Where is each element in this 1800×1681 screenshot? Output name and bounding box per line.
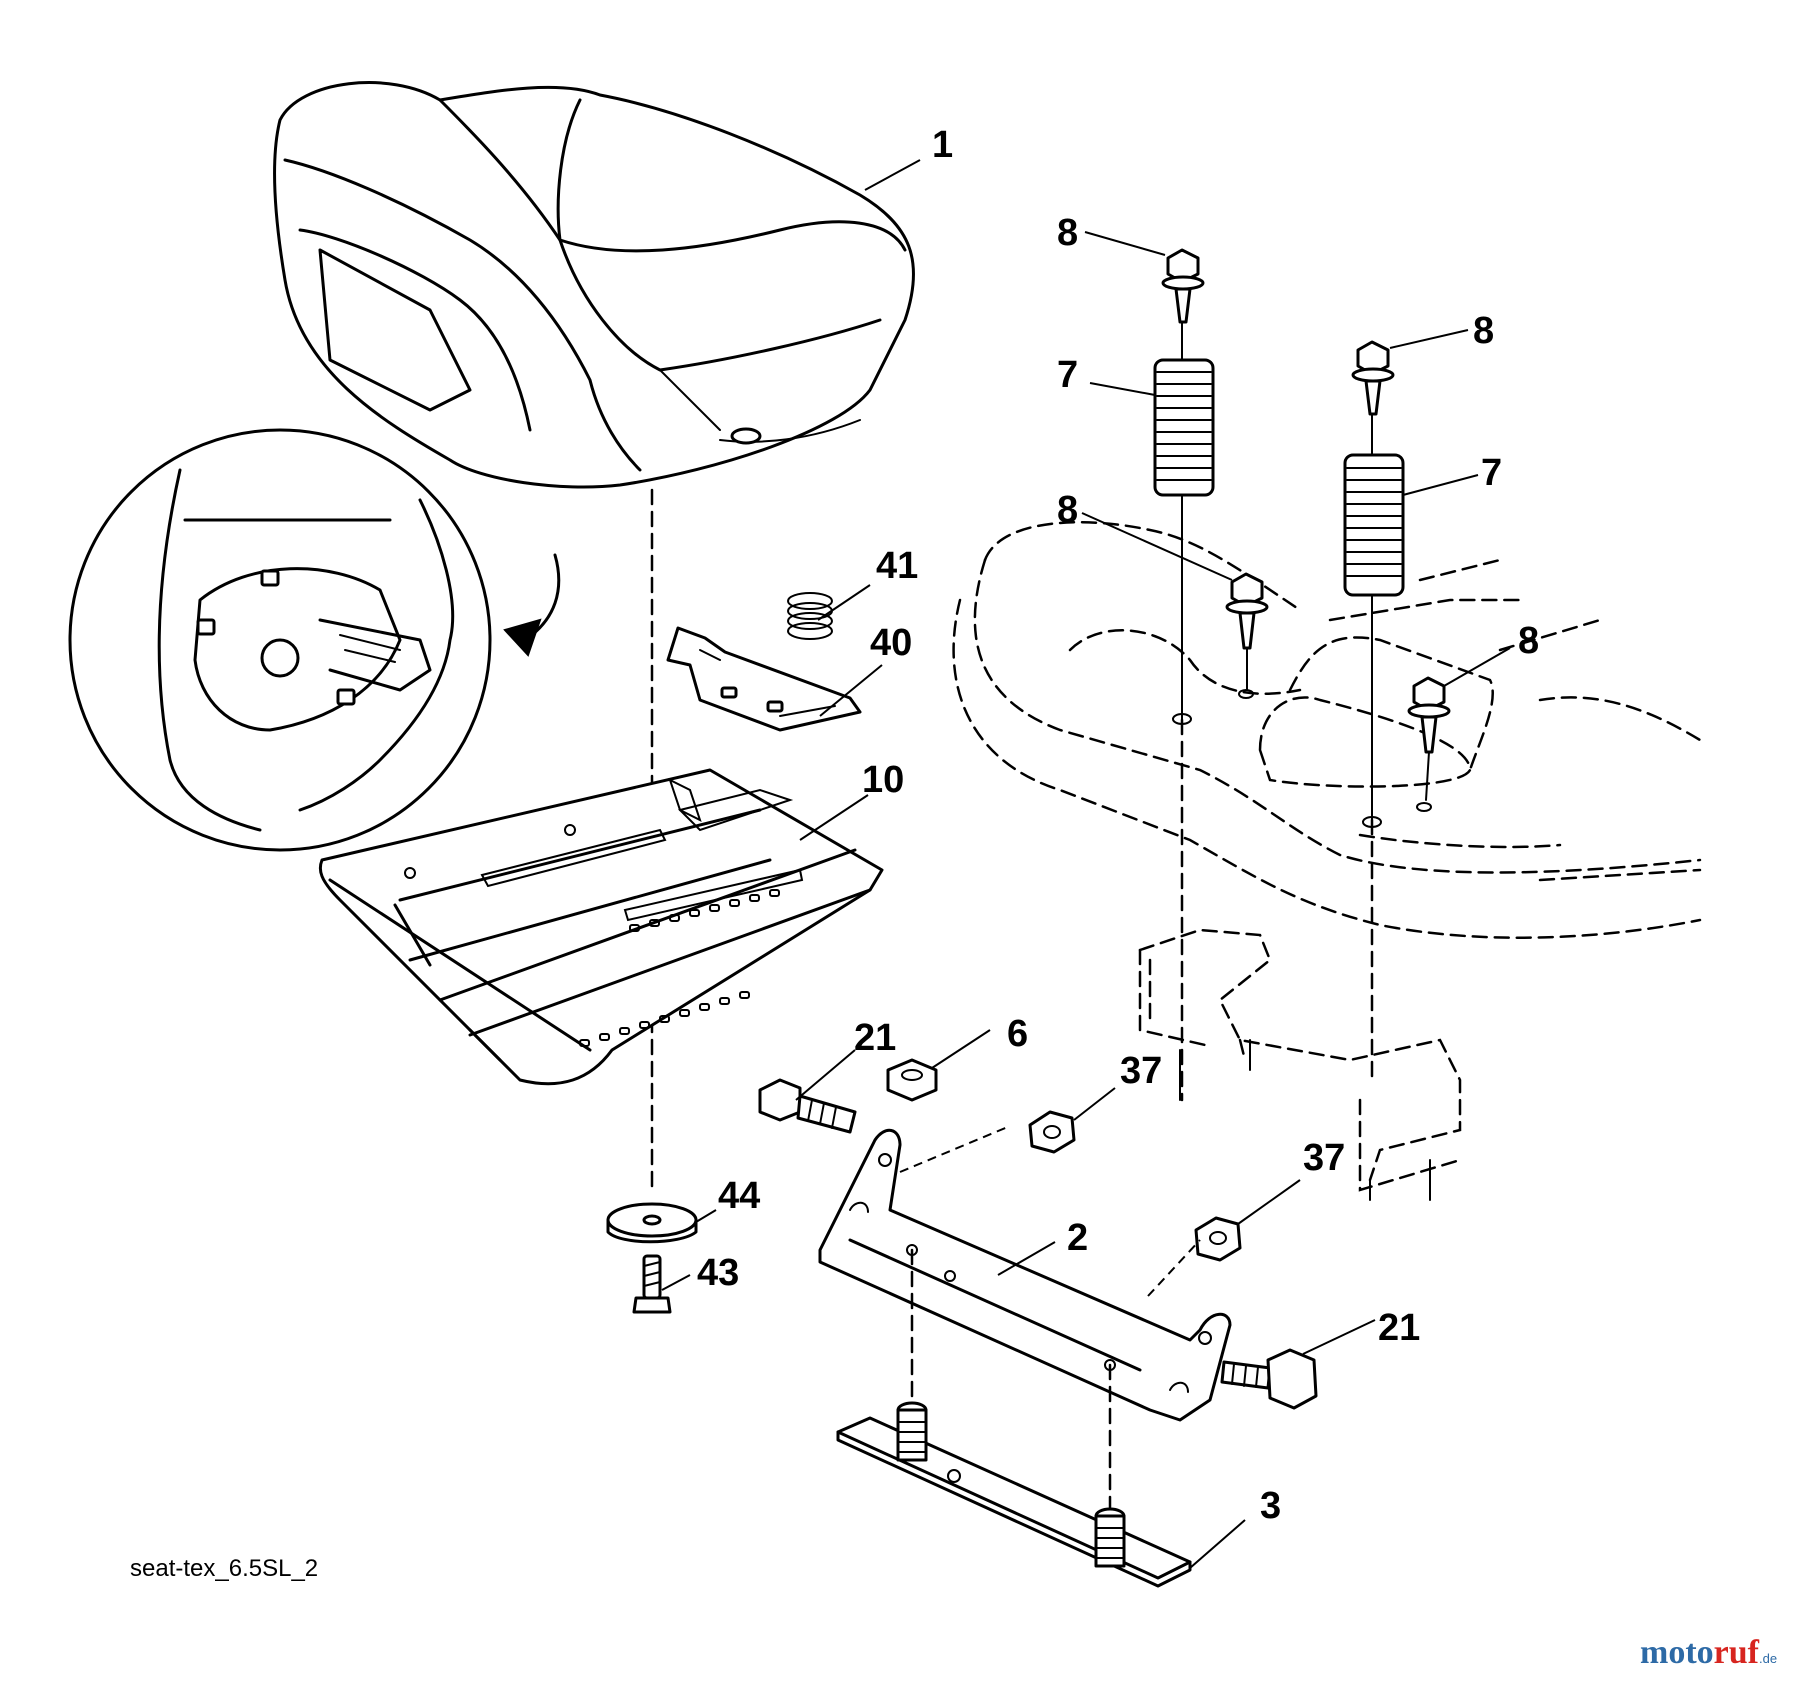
frame-outline	[952, 521, 1702, 1201]
callout-6: 6	[1007, 1013, 1028, 1055]
base-plate-part	[836, 1401, 1192, 1588]
bolt-mid-right-part	[1407, 676, 1451, 801]
seat-pan-slot-row-2	[579, 991, 750, 1047]
seat-part	[273, 81, 916, 489]
leader-lines	[661, 159, 1511, 1569]
washer-part	[606, 1202, 698, 1244]
watermark-text: motoruf.de	[1640, 1634, 1777, 1671]
bolt-top-right-part	[1351, 340, 1395, 416]
spring-right-part	[1343, 349, 1405, 821]
callout-8-mid-right: 8	[1518, 620, 1539, 662]
callout-labels: 1 8 7 8 8 7 8 41 40 10 21 6 37 37 2 21 4…	[697, 124, 1539, 1527]
switch-plate-part	[666, 626, 862, 732]
nut-37-upper-part	[1028, 1110, 1076, 1154]
bolt-21-left-part	[758, 1078, 857, 1134]
callout-37-upper: 37	[1120, 1050, 1162, 1092]
nut-37-lower-part	[1194, 1216, 1242, 1262]
bracket-part	[818, 1129, 1232, 1422]
callout-8-top-left: 8	[1057, 212, 1078, 254]
callout-43: 43	[697, 1252, 739, 1294]
callout-41: 41	[876, 545, 918, 587]
screw-part	[632, 1254, 672, 1314]
seat-pan-slot-row-1	[629, 889, 780, 932]
guide-line-1	[899, 1125, 1011, 1173]
callout-3: 3	[1260, 1485, 1281, 1527]
spring-left-part	[1153, 299, 1215, 721]
detail-inset	[68, 428, 561, 852]
seat-pan-part	[318, 768, 884, 1086]
callout-7-right: 7	[1481, 452, 1502, 494]
nut-6-part	[886, 1058, 938, 1102]
drawing-code: seat-tex_6.5SL_2	[130, 1555, 318, 1582]
callout-21-right: 21	[1378, 1307, 1420, 1349]
watermark-logo: motoruf.de	[1640, 1634, 1777, 1671]
bolt-21-right-part	[1220, 1348, 1318, 1410]
callout-10: 10	[862, 759, 904, 801]
stud-right	[1094, 1507, 1126, 1568]
callout-8-mid-left: 8	[1057, 489, 1078, 531]
callout-37-lower: 37	[1303, 1137, 1345, 1179]
callout-2: 2	[1067, 1217, 1088, 1259]
callout-40: 40	[870, 622, 912, 664]
guide-line-2	[1147, 1239, 1201, 1297]
bolt-mid-left-part	[1225, 572, 1269, 691]
bolt-top-left-part	[1161, 248, 1205, 324]
callout-7-left: 7	[1057, 354, 1078, 396]
callout-44: 44	[718, 1175, 760, 1217]
callout-8-top-right: 8	[1473, 310, 1494, 352]
callout-21-left: 21	[854, 1017, 896, 1059]
stud-left	[896, 1401, 928, 1462]
callout-1: 1	[932, 124, 953, 166]
